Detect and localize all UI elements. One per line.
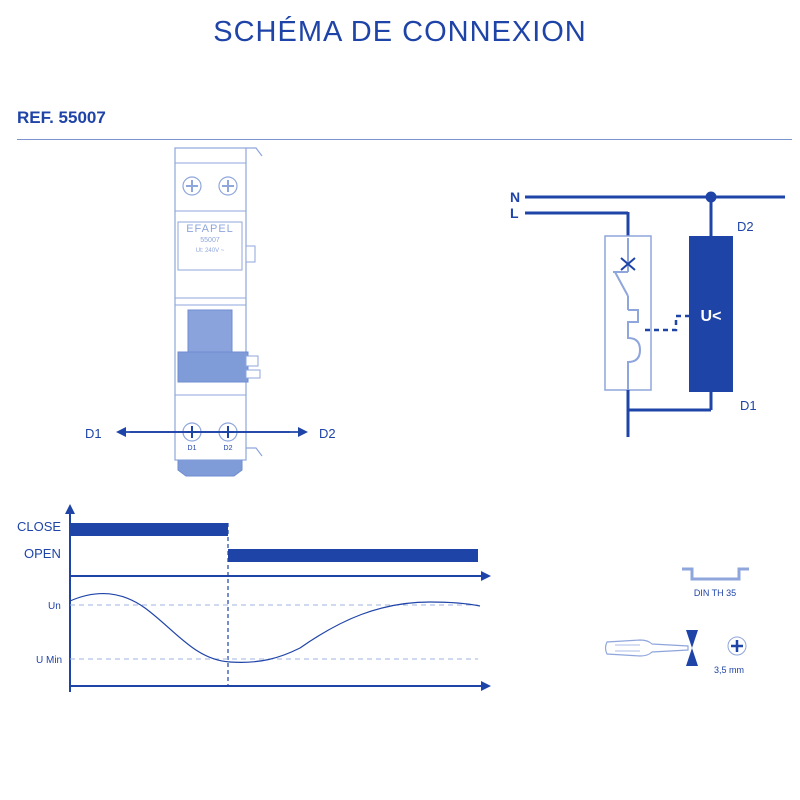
relay-label: U< <box>701 308 722 325</box>
page-title: SCHÉMA DE CONNEXION <box>213 16 587 48</box>
timing-diagram: CLOSE OPEN Un U Min <box>17 504 491 692</box>
label-plate <box>177 221 243 271</box>
arrow-d2-label: D2 <box>319 426 336 441</box>
device-body <box>174 147 247 461</box>
relay-terminal-d1: D1 <box>740 398 757 413</box>
voltage-curve <box>69 592 481 663</box>
reference-label: REF. 55007 <box>17 108 106 127</box>
terminal-d2-label: D2 <box>224 445 233 452</box>
wiring-schematic: N L U< D2 D1 <box>510 189 785 437</box>
isolator-icon <box>620 257 636 271</box>
umin-label: U Min <box>36 655 62 666</box>
mechanical-link <box>645 314 689 332</box>
open-state-bar <box>228 549 478 562</box>
close-state-bar <box>70 523 228 536</box>
line-label: L <box>510 205 519 221</box>
arrow-d1-label: D1 <box>85 426 102 441</box>
din-rail-label: DIN TH 35 <box>694 588 736 598</box>
din-clip <box>177 460 243 477</box>
un-label: Un <box>48 601 61 612</box>
torque-icon <box>686 630 698 666</box>
screw-icon <box>218 176 238 196</box>
brand-logo: EFAPEL <box>186 223 234 235</box>
device-rating: Ut: 240V ~ <box>196 248 225 254</box>
trip-coil <box>627 309 642 390</box>
switch-contact <box>614 271 629 297</box>
terminal-d1-label: D1 <box>188 445 197 452</box>
relay-terminal-d2: D2 <box>737 219 754 234</box>
screw-icon <box>182 176 202 196</box>
open-label: OPEN <box>24 546 61 561</box>
device-module: EFAPEL 55007 Ut: 240V ~ D1 D2 D1 D2 <box>85 147 336 477</box>
close-label: CLOSE <box>17 519 61 534</box>
device-model: 55007 <box>200 237 220 244</box>
screwdriver-icon: 3,5 mm <box>604 630 747 675</box>
neutral-label: N <box>510 189 520 205</box>
header-divider <box>17 139 792 140</box>
tool-size-label: 3,5 mm <box>714 665 744 675</box>
din-rail-icon: DIN TH 35 <box>682 567 749 598</box>
handle-block <box>177 351 249 383</box>
undervoltage-relay <box>689 236 733 392</box>
